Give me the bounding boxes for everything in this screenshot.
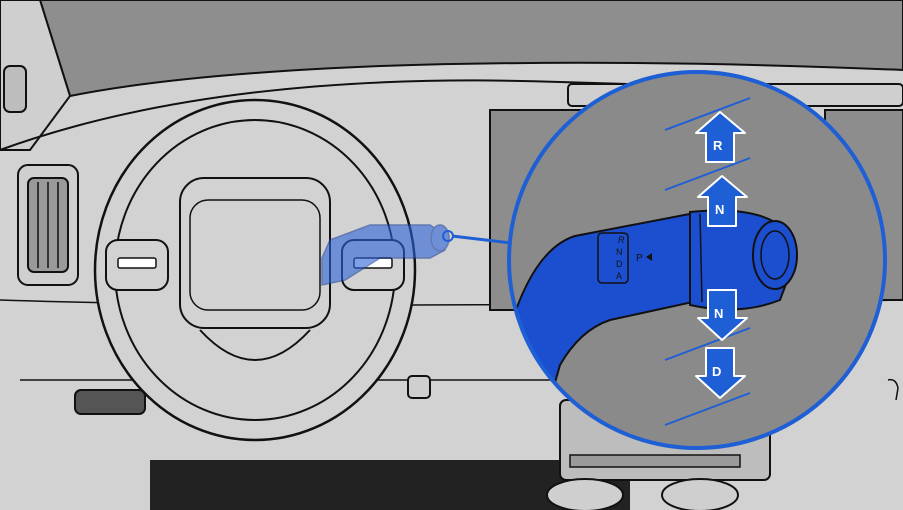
arrow-label-r: R [713, 138, 723, 153]
stalk-label-a: A [616, 271, 622, 281]
stalk-label-p: P [636, 253, 643, 264]
side-vent [4, 66, 26, 112]
arrow-label-d: D [712, 364, 721, 379]
stalk-label-r: R [618, 235, 625, 245]
lower-left-slot [75, 390, 145, 414]
cupholder-left [547, 479, 623, 510]
stalk-label-n: N [616, 247, 623, 257]
cupholder-right [662, 479, 738, 510]
arrow-label-n-up: N [715, 202, 724, 217]
stalk-label-d: D [616, 259, 623, 269]
steering-wheel [95, 100, 415, 440]
lower-button [408, 376, 430, 398]
arrow-label-n-down: N [714, 306, 723, 321]
